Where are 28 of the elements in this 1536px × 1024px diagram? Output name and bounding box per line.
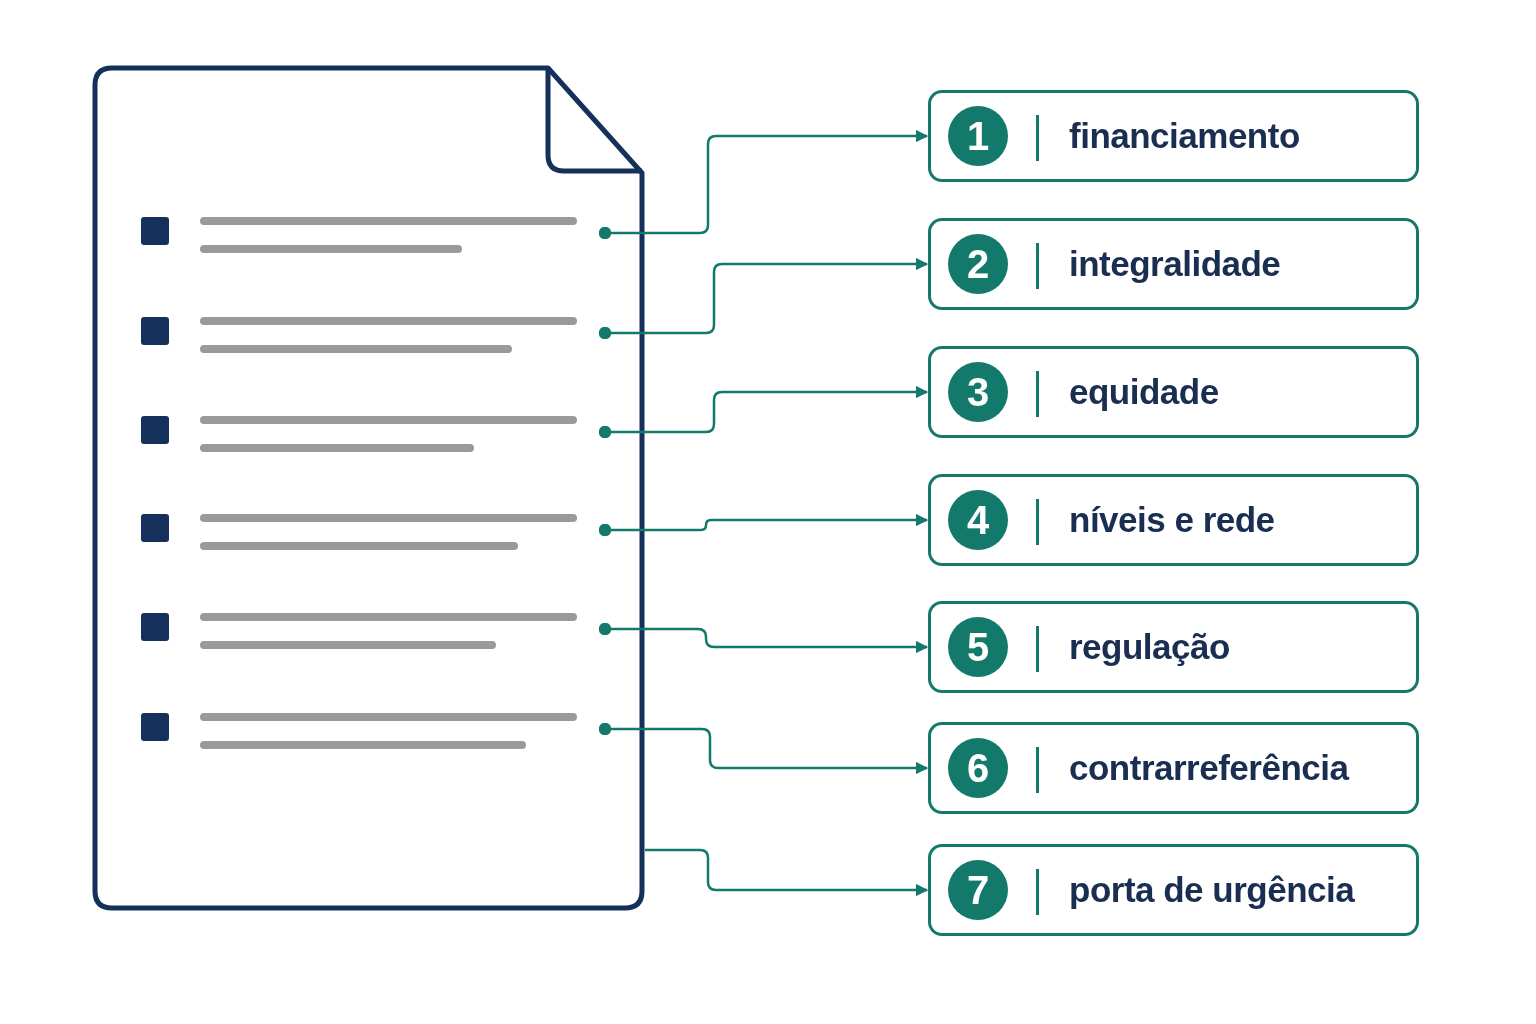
connector-arrow <box>598 129 929 240</box>
connector-arrow <box>598 257 929 340</box>
topic-box <box>928 474 1419 566</box>
connector-arrow <box>598 385 929 439</box>
topic-label: contrarreferência <box>1069 748 1349 788</box>
topic-label: porta de urgência <box>1069 870 1355 910</box>
step-number: 4 <box>948 490 1008 550</box>
topic-label: equidade <box>1069 372 1219 412</box>
step-number: 5 <box>948 617 1008 677</box>
step-number: 2 <box>948 234 1008 294</box>
topic-label: níveis e rede <box>1069 500 1275 540</box>
topic-box <box>928 90 1419 182</box>
connector-arrow <box>598 622 929 654</box>
topic-label: integralidade <box>1069 244 1281 284</box>
step-number: 1 <box>948 106 1008 166</box>
connector-arrow <box>645 848 929 897</box>
topic-box <box>928 722 1419 814</box>
step-number: 7 <box>948 860 1008 920</box>
topic-box <box>928 601 1419 693</box>
step-number: 3 <box>948 362 1008 422</box>
step-number: 6 <box>948 738 1008 798</box>
topic-box <box>928 346 1419 438</box>
topic-label: regulação <box>1069 627 1230 667</box>
connector-arrow <box>598 513 929 537</box>
topic-label: financiamento <box>1069 116 1300 156</box>
topic-box <box>928 218 1419 310</box>
topic-box <box>928 844 1419 936</box>
connector-arrow <box>598 722 929 775</box>
